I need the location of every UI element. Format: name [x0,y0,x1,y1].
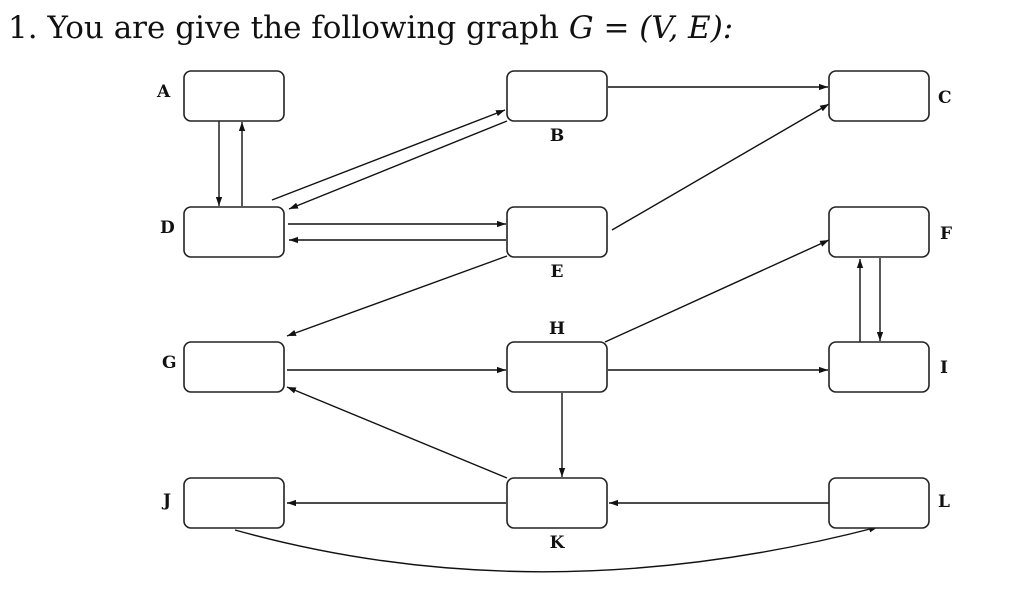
node-label-c: C [938,88,952,108]
node-label-l: L [938,492,950,512]
question-text: 1. You are give the following graph G = … [8,8,733,48]
node-l: L [828,477,950,529]
node-label-e: E [551,262,564,282]
node-label-j: J [161,491,171,511]
node-label-f: F [940,224,952,244]
node-box-g [183,341,285,393]
edge-k-to-g [286,386,508,479]
node-label-i: I [940,358,948,378]
node-box-f [828,206,930,258]
node-d: D [160,206,285,258]
node-box-c [828,70,930,122]
node-box-l [828,477,930,529]
node-box-j [183,477,285,529]
node-h: H [506,319,608,393]
node-label-h: H [549,319,565,339]
node-box-k [506,477,608,529]
question-number: 1. [8,10,38,46]
edge-d-to-b [271,109,506,201]
node-f: F [828,206,952,258]
node-box-h [506,341,608,393]
node-c: C [828,70,952,122]
node-label-k: K [550,533,566,553]
edge-e-to-g [286,255,508,337]
node-box-b [506,70,608,122]
question-body: You are give the following graph [47,10,559,46]
edges-layer [215,83,884,573]
edge-h-to-f [604,239,830,343]
question-math: G = (V, E): [568,10,734,46]
node-box-i [828,341,930,393]
node-b: B [506,70,608,146]
node-a: A [156,70,285,122]
node-e: E [506,206,608,282]
node-label-g: G [162,353,177,373]
node-j: J [161,477,285,529]
nodes-layer: A B C D E F G H I J K L [156,70,952,553]
edge-e-to-c [611,103,830,231]
node-label-d: D [160,218,175,238]
node-box-d [183,206,285,258]
edge-j-to-l [234,526,879,573]
node-g: G [162,341,285,393]
node-label-a: A [156,82,171,102]
node-k: K [506,477,608,553]
node-i: I [828,341,948,393]
node-label-b: B [550,126,564,146]
node-box-a [183,70,285,122]
node-box-e [506,206,608,258]
edge-b-to-d [288,120,508,210]
